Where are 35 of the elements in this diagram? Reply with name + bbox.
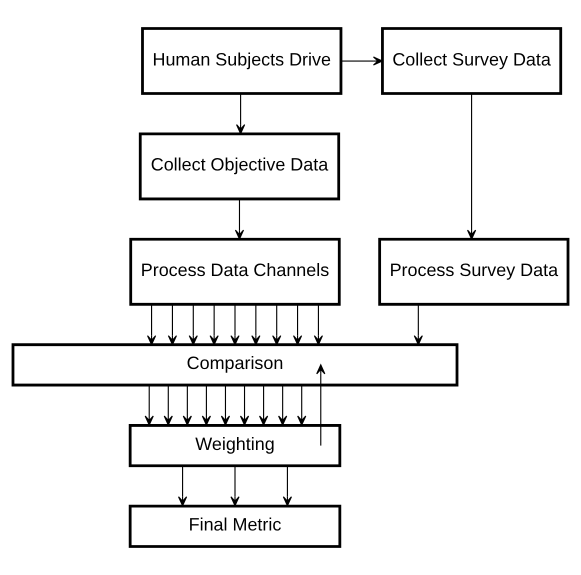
arrow xyxy=(292,304,302,346)
arrow xyxy=(316,364,326,446)
arrow xyxy=(202,385,211,426)
arrow xyxy=(220,385,230,426)
arrow xyxy=(182,385,192,426)
arrow xyxy=(146,304,156,346)
node-box: Comparison xyxy=(12,343,458,386)
node-box: Collect Survey Data xyxy=(381,27,562,95)
arrow xyxy=(230,304,240,346)
arrow xyxy=(297,385,306,426)
arrow xyxy=(164,385,173,426)
arrow xyxy=(282,466,292,506)
arrow xyxy=(467,94,476,240)
arrow xyxy=(236,94,246,134)
arrow xyxy=(251,304,260,346)
arrow xyxy=(178,466,188,506)
arrow xyxy=(188,304,198,346)
node-box: Process Survey Data xyxy=(378,238,570,306)
node-box: Process Data Channels xyxy=(129,238,341,306)
node-box: Human Subjects Drive xyxy=(141,27,342,95)
node-box: Collect Objective Data xyxy=(138,132,340,200)
node-box: Final Metric xyxy=(128,504,342,548)
arrow xyxy=(240,385,250,426)
arrow xyxy=(272,304,282,346)
arrow xyxy=(210,304,219,346)
arrow xyxy=(414,304,423,346)
arrow xyxy=(259,385,268,426)
arrow xyxy=(144,385,154,426)
arrow xyxy=(341,56,383,66)
arrow xyxy=(168,304,178,346)
arrow xyxy=(234,199,244,240)
arrow xyxy=(278,385,288,426)
arrow xyxy=(314,304,324,346)
arrow xyxy=(230,466,240,506)
node-box: Weighting xyxy=(128,424,342,468)
